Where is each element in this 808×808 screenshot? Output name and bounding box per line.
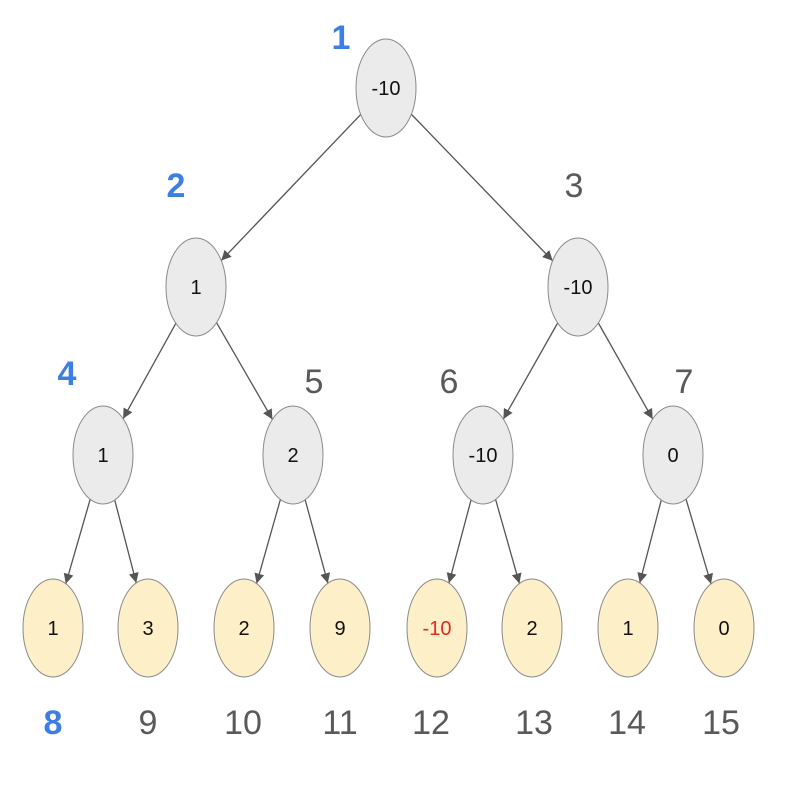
index-label-10: 10 — [224, 704, 262, 742]
node-ellipse — [117, 578, 179, 678]
node-ellipse — [213, 578, 275, 678]
internal-node-4: 1 — [72, 405, 134, 505]
node-value: 9 — [334, 618, 345, 640]
leaf-node-8: 1 — [22, 578, 84, 678]
node-value: -10 — [469, 445, 498, 467]
edge-2-to-4 — [122, 323, 177, 419]
internal-node-1: -10 — [355, 38, 417, 138]
node-value: -10 — [564, 277, 593, 299]
node-value: 3 — [142, 618, 153, 640]
node-ellipse — [501, 578, 563, 678]
edge-1-to-3 — [410, 113, 554, 262]
index-label-9: 9 — [139, 704, 158, 742]
node-value: 2 — [287, 445, 298, 467]
index-label-2: 2 — [167, 167, 186, 205]
edge-6-to-12 — [446, 499, 472, 584]
index-label-12: 12 — [412, 704, 450, 742]
leaf-node-12: -10 — [406, 578, 468, 678]
internal-node-3: -10 — [547, 237, 609, 337]
node-ellipse — [309, 578, 371, 678]
leaf-node-14: 1 — [597, 578, 659, 678]
node-ellipse — [693, 578, 755, 678]
node-value: 0 — [718, 618, 729, 640]
index-label-15: 15 — [702, 704, 740, 742]
node-value: 2 — [238, 618, 249, 640]
index-label-11: 11 — [322, 704, 357, 742]
nodes-layer: -10 1 -10 1 2 -10 0 1 3 2 9 -10 2 1 0 — [22, 38, 755, 678]
index-label-1: 1 — [332, 19, 351, 57]
node-value: 2 — [526, 618, 537, 640]
node-value: 0 — [667, 445, 678, 467]
index-label-6: 6 — [440, 363, 459, 401]
node-ellipse — [262, 405, 324, 505]
node-ellipse — [355, 38, 417, 138]
leaf-node-11: 9 — [309, 578, 371, 678]
node-ellipse — [547, 237, 609, 337]
edge-7-to-14 — [637, 499, 662, 584]
node-value: 1 — [97, 445, 108, 467]
node-ellipse — [165, 237, 227, 337]
index-label-8: 8 — [44, 704, 63, 742]
leaf-node-13: 2 — [501, 578, 563, 678]
leaf-node-9: 3 — [117, 578, 179, 678]
edges-layer — [63, 113, 713, 585]
edge-4-to-9 — [114, 499, 139, 584]
leaf-node-10: 2 — [213, 578, 275, 678]
node-ellipse — [22, 578, 84, 678]
index-label-3: 3 — [565, 167, 584, 205]
node-value: -10 — [372, 78, 401, 100]
edge-1-to-2 — [220, 114, 362, 261]
internal-node-7: 0 — [642, 405, 704, 505]
index-label-13: 13 — [515, 704, 553, 742]
edge-3-to-7 — [597, 322, 654, 420]
internal-node-2: 1 — [165, 237, 227, 337]
edge-7-to-15 — [685, 498, 713, 585]
edge-5-to-10 — [254, 499, 282, 584]
node-ellipse — [642, 405, 704, 505]
index-label-5: 5 — [305, 363, 324, 401]
index-label-4: 4 — [58, 355, 77, 393]
node-value: -10 — [423, 618, 452, 640]
edge-5-to-11 — [304, 499, 331, 584]
node-ellipse — [597, 578, 659, 678]
edge-2-to-5 — [216, 322, 273, 420]
node-ellipse — [406, 578, 468, 678]
index-label-7: 7 — [675, 363, 694, 401]
leaf-node-15: 0 — [693, 578, 755, 678]
node-ellipse — [452, 405, 514, 505]
internal-node-5: 2 — [262, 405, 324, 505]
node-value: 1 — [190, 277, 201, 299]
node-value: 1 — [47, 618, 58, 640]
node-value: 1 — [622, 618, 633, 640]
edge-4-to-8 — [63, 499, 91, 584]
edge-3-to-6 — [502, 322, 559, 420]
edge-6-to-13 — [494, 499, 522, 584]
node-ellipse — [72, 405, 134, 505]
internal-node-6: -10 — [452, 405, 514, 505]
index-label-14: 14 — [608, 704, 646, 742]
